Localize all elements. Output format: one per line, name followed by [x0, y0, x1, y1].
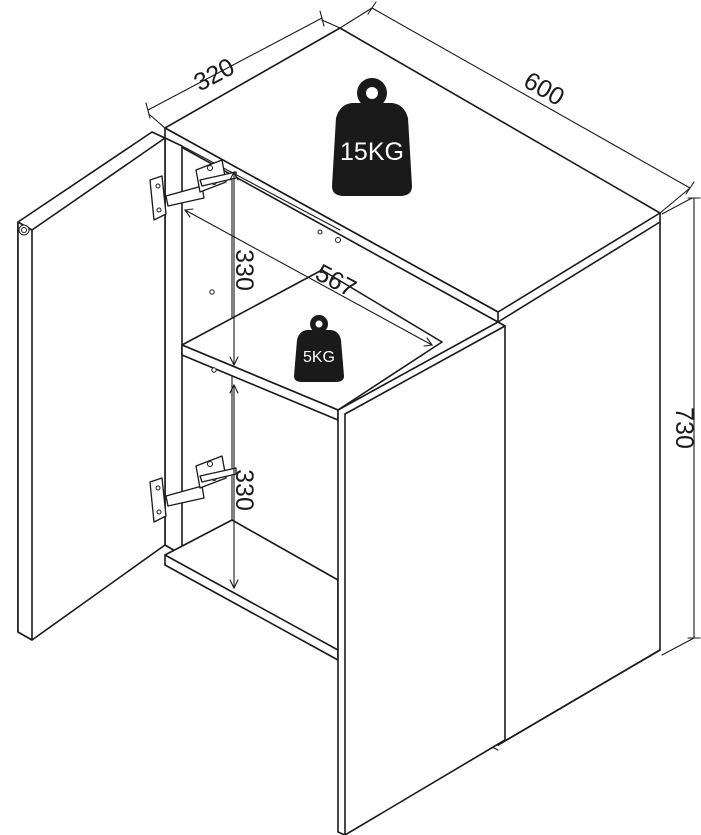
shelf-pin-hole — [335, 237, 341, 243]
top-weight-icon: 15KG — [332, 78, 412, 196]
shelf-pin-hole — [317, 229, 323, 235]
top-weight-label: 15KG — [340, 138, 404, 166]
shelf-weight-icon: 5KG — [294, 315, 344, 382]
shelf-weight-label: 5KG — [303, 349, 335, 366]
upper-hinge-icon — [149, 159, 237, 221]
left-door — [17, 131, 166, 641]
lower-compartment-label: 330 — [230, 469, 258, 511]
right-door — [337, 321, 506, 835]
dimension-height: 730 — [661, 197, 701, 656]
dimension-lower-compartment: 330 — [229, 383, 258, 590]
dimension-upper-compartment: 330 — [229, 170, 258, 367]
lower-hinge-icon — [149, 455, 237, 523]
shelf-pin-hole — [209, 289, 215, 295]
cabinet-body — [164, 27, 661, 751]
height-label: 730 — [670, 407, 698, 449]
bottom-panel — [164, 519, 339, 661]
shelf-pin-hole — [211, 367, 217, 373]
width-label: 600 — [519, 67, 569, 112]
upper-compartment-label: 330 — [230, 249, 258, 291]
right-side-panel — [497, 221, 661, 746]
